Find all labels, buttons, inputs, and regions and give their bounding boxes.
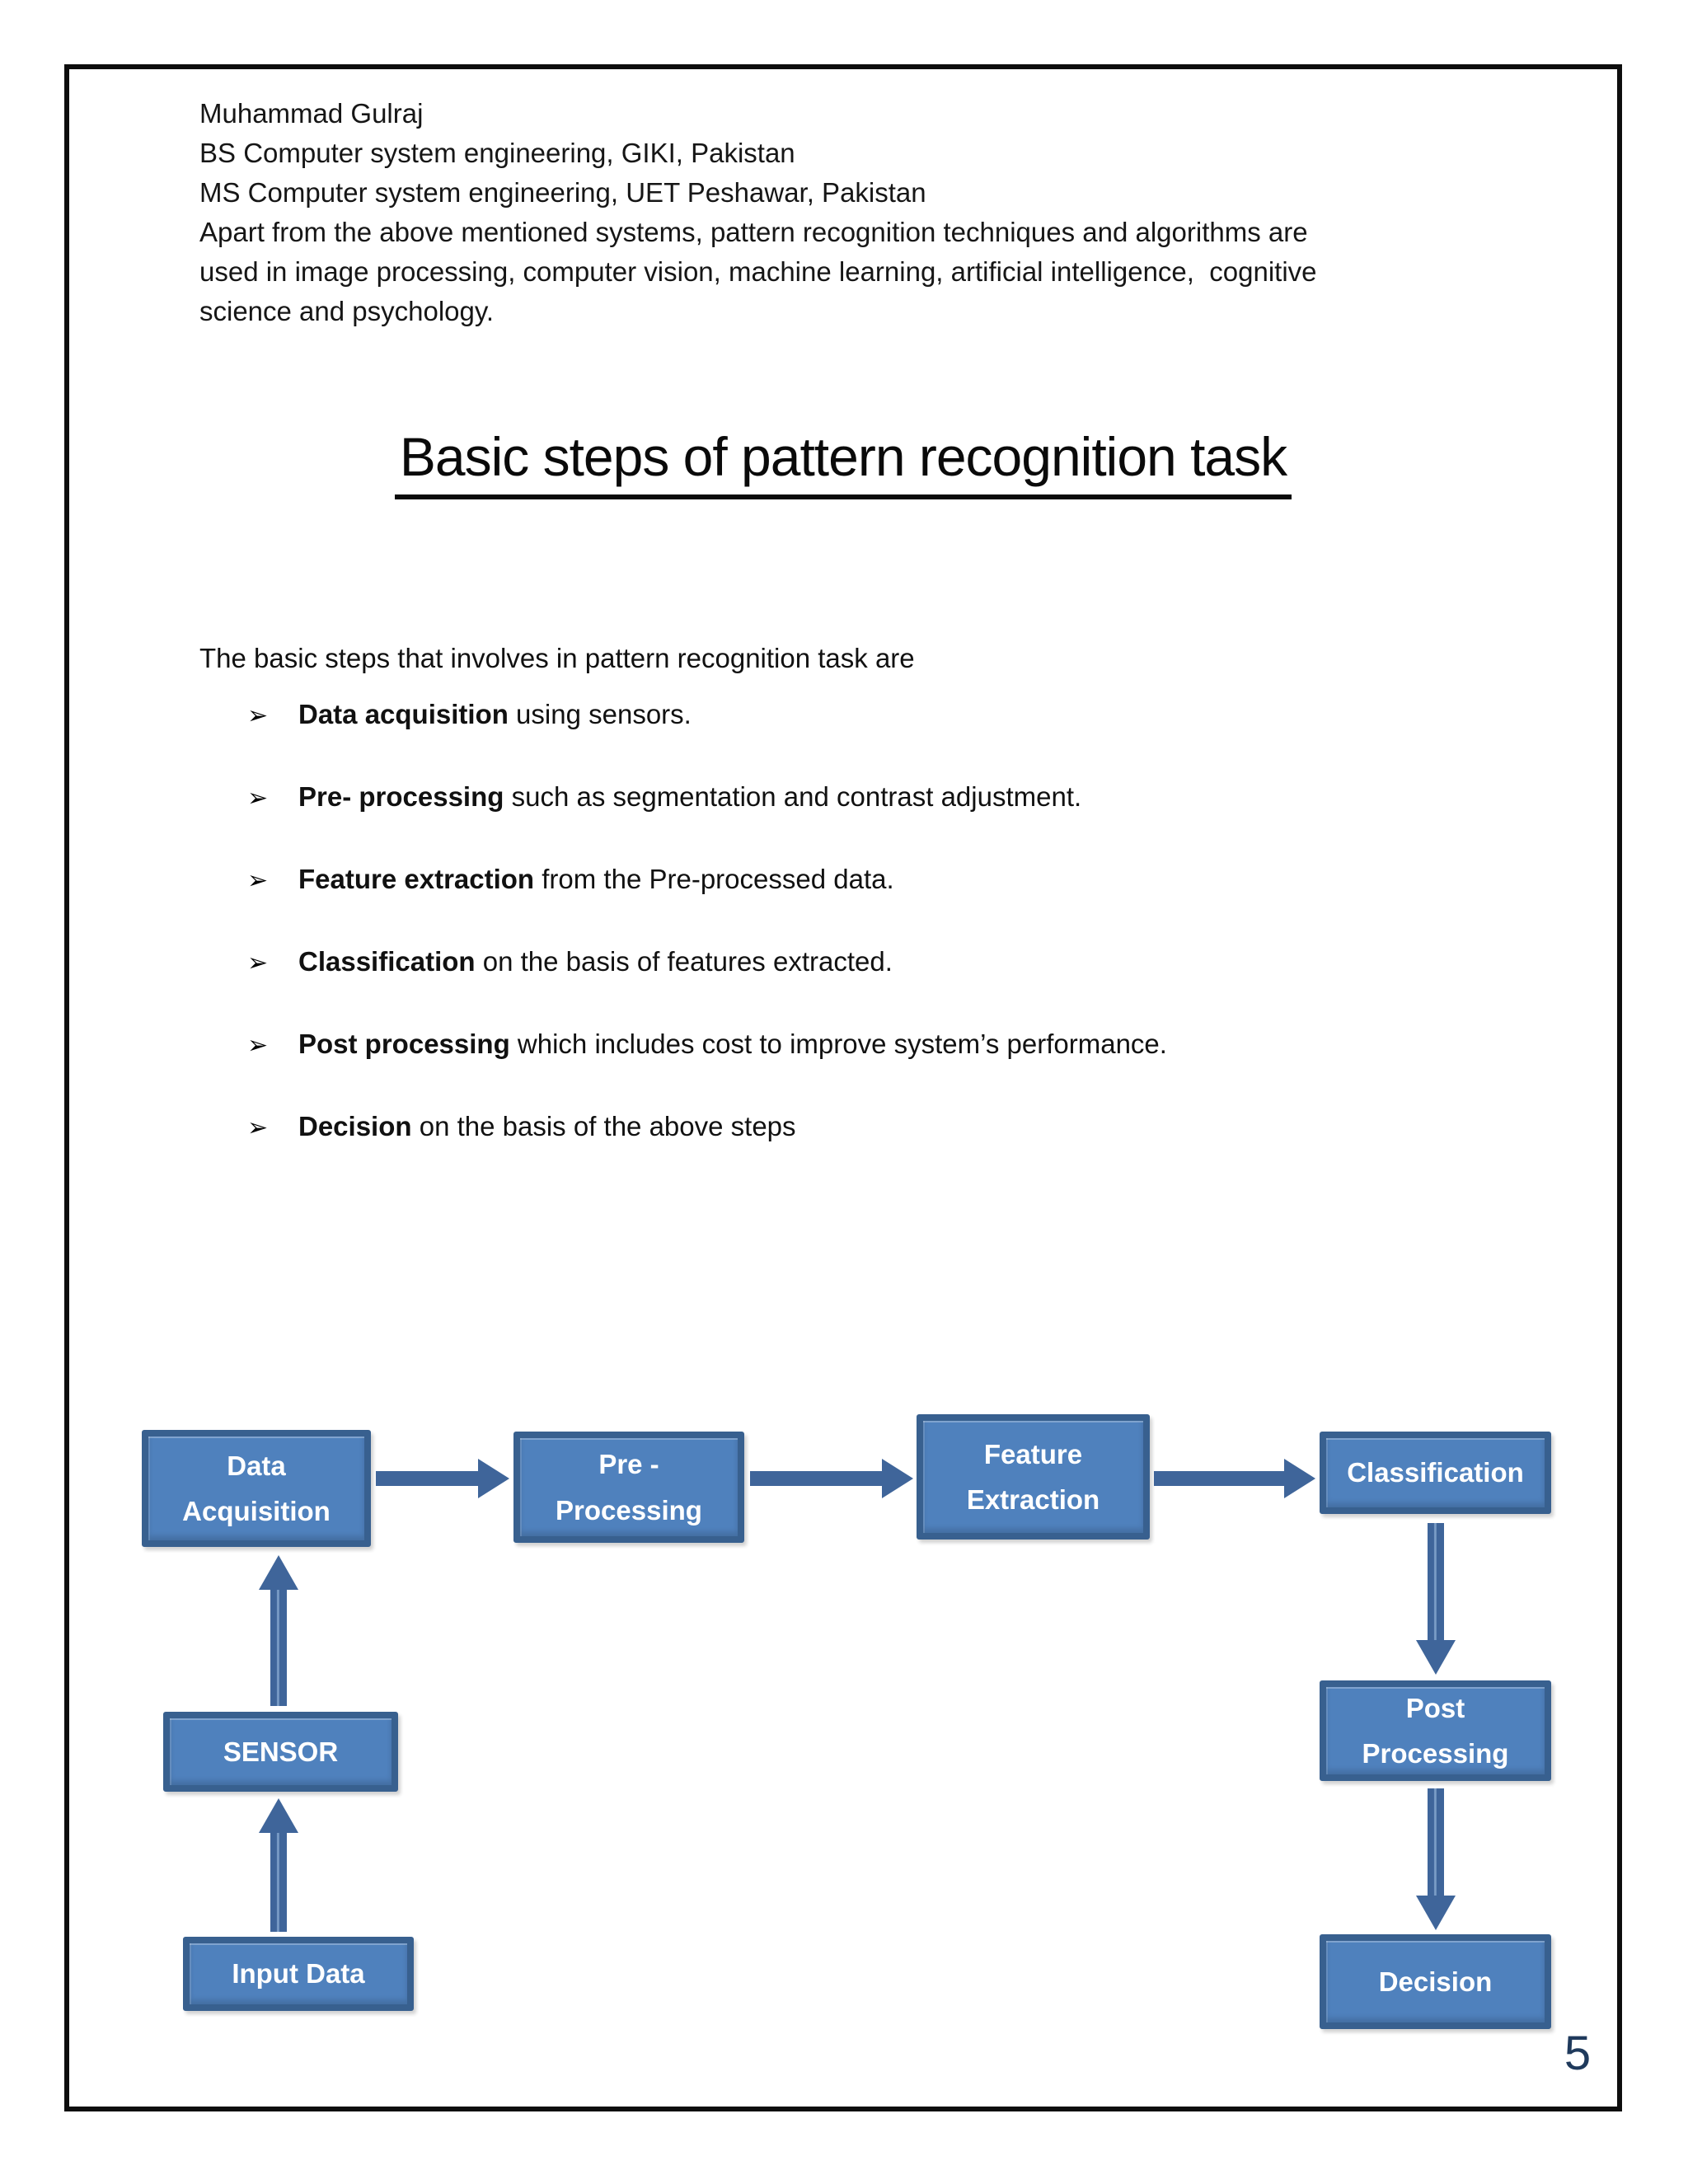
arrow-shaft	[270, 1831, 287, 1932]
bullet-text: which includes cost to improve system’s …	[509, 1029, 1167, 1059]
bullet-text: on the basis of features extracted.	[475, 946, 893, 977]
arrow-shaft	[270, 1588, 287, 1706]
arrow-input-data-to-sensor-icon	[259, 1798, 298, 1932]
paragraph-line: Apart from the above mentioned systems, …	[199, 217, 1308, 247]
box-label: Decision	[1378, 1966, 1493, 1997]
box-label: Feature	[983, 1438, 1083, 1469]
bullet-text: using sensors.	[508, 699, 692, 729]
box-label: Extraction	[966, 1484, 1100, 1515]
arrow-feature-extraction-to-classification-icon	[1154, 1459, 1315, 1498]
page-title: Basic steps of pattern recognition task	[394, 425, 1292, 499]
arrowhead	[259, 1798, 298, 1833]
arrowhead-bullet-icon: ➢	[247, 1113, 269, 1142]
author-name: Muhammad Gulraj	[199, 98, 424, 129]
list-item: ➢ Feature extraction from the Pre-process…	[247, 864, 894, 895]
flowchart-box-decision: Decision	[1320, 1934, 1551, 2029]
bullet-term: Feature extraction	[298, 864, 535, 894]
box-label: Data	[227, 1450, 286, 1481]
bullet-term: Classification	[298, 946, 476, 977]
arrow-shaft	[376, 1471, 478, 1486]
box-label: Post	[1405, 1692, 1465, 1723]
arrow-pre-processing-to-feature-extraction-icon	[750, 1459, 913, 1498]
arrow-sensor-to-data-acquisition-icon	[259, 1555, 298, 1706]
list-item: ➢ Classification on the basis of features…	[247, 946, 893, 977]
paragraph-line: used in image processing, computer visio…	[199, 256, 1317, 287]
arrowhead	[1416, 1896, 1456, 1930]
flowchart-box-post-processing: Post Processing	[1320, 1680, 1551, 1781]
paragraph-line: science and psychology.	[199, 296, 495, 326]
list-item: ➢ Data acquisition using sensors.	[247, 699, 692, 730]
flowchart-box-input-data: Input Data	[183, 1937, 414, 2011]
arrowhead	[1416, 1640, 1456, 1675]
arrow-data-acquisition-to-pre-processing-icon	[376, 1459, 509, 1498]
list-item: ➢ Post processing which includes cost to …	[247, 1029, 1167, 1060]
intro-line: The basic steps that involves in pattern…	[199, 643, 915, 673]
arrowhead	[259, 1555, 298, 1590]
section-title-wrap: Basic steps of pattern recognition task	[67, 425, 1620, 499]
flowchart-box-data-acquisition: Data Acquisition	[142, 1430, 371, 1547]
page-number: 5	[1564, 2027, 1592, 2080]
box-label: Pre -	[598, 1449, 659, 1480]
list-item: ➢ Pre- processing such as segmentation an…	[247, 781, 1081, 813]
arrow-shaft	[1154, 1471, 1284, 1486]
bullet-term: Data acquisition	[298, 699, 509, 729]
bullet-text: from the Pre-processed data.	[534, 864, 894, 894]
arrowhead	[1284, 1459, 1315, 1498]
list-item: ➢ Decision on the basis of the above step…	[247, 1111, 796, 1142]
author-block: Muhammad Gulraj BS Computer system engin…	[199, 94, 1317, 331]
arrowhead-bullet-icon: ➢	[247, 701, 269, 730]
author-degree-ms: MS Computer system engineering, UET Pesh…	[199, 177, 926, 208]
bullet-term: Pre- processing	[298, 781, 504, 812]
box-label: Processing	[1362, 1738, 1509, 1769]
arrowhead-bullet-icon: ➢	[247, 949, 269, 977]
arrow-shaft	[1428, 1523, 1444, 1642]
arrow-classification-to-post-processing-icon	[1416, 1523, 1456, 1675]
arrowhead	[882, 1459, 913, 1498]
flowchart-box-pre-processing: Pre - Processing	[513, 1432, 744, 1543]
arrow-shaft	[750, 1471, 882, 1486]
arrowhead-bullet-icon: ➢	[247, 866, 269, 895]
flowchart-box-feature-extraction: Feature Extraction	[917, 1414, 1150, 1540]
bullet-text: such as segmentation and contrast adjust…	[504, 781, 1082, 812]
bullet-term: Decision	[298, 1111, 412, 1141]
arrowhead	[478, 1459, 509, 1498]
arrow-post-processing-to-decision-icon	[1416, 1788, 1456, 1930]
bullet-text: on the basis of the above steps	[411, 1111, 796, 1141]
box-label: SENSOR	[223, 1736, 339, 1767]
bullet-term: Post processing	[298, 1029, 510, 1059]
flowchart-box-classification: Classification	[1320, 1432, 1551, 1514]
box-label: Processing	[556, 1494, 702, 1526]
arrowhead-bullet-icon: ➢	[247, 1031, 269, 1060]
arrow-shaft	[1428, 1788, 1444, 1897]
box-label: Classification	[1347, 1457, 1524, 1488]
box-label: Input Data	[232, 1958, 365, 1990]
author-degree-bs: BS Computer system engineering, GIKI, Pa…	[199, 138, 795, 168]
flowchart-box-sensor: SENSOR	[163, 1712, 398, 1792]
arrowhead-bullet-icon: ➢	[247, 784, 269, 813]
box-label: Acquisition	[182, 1496, 331, 1526]
